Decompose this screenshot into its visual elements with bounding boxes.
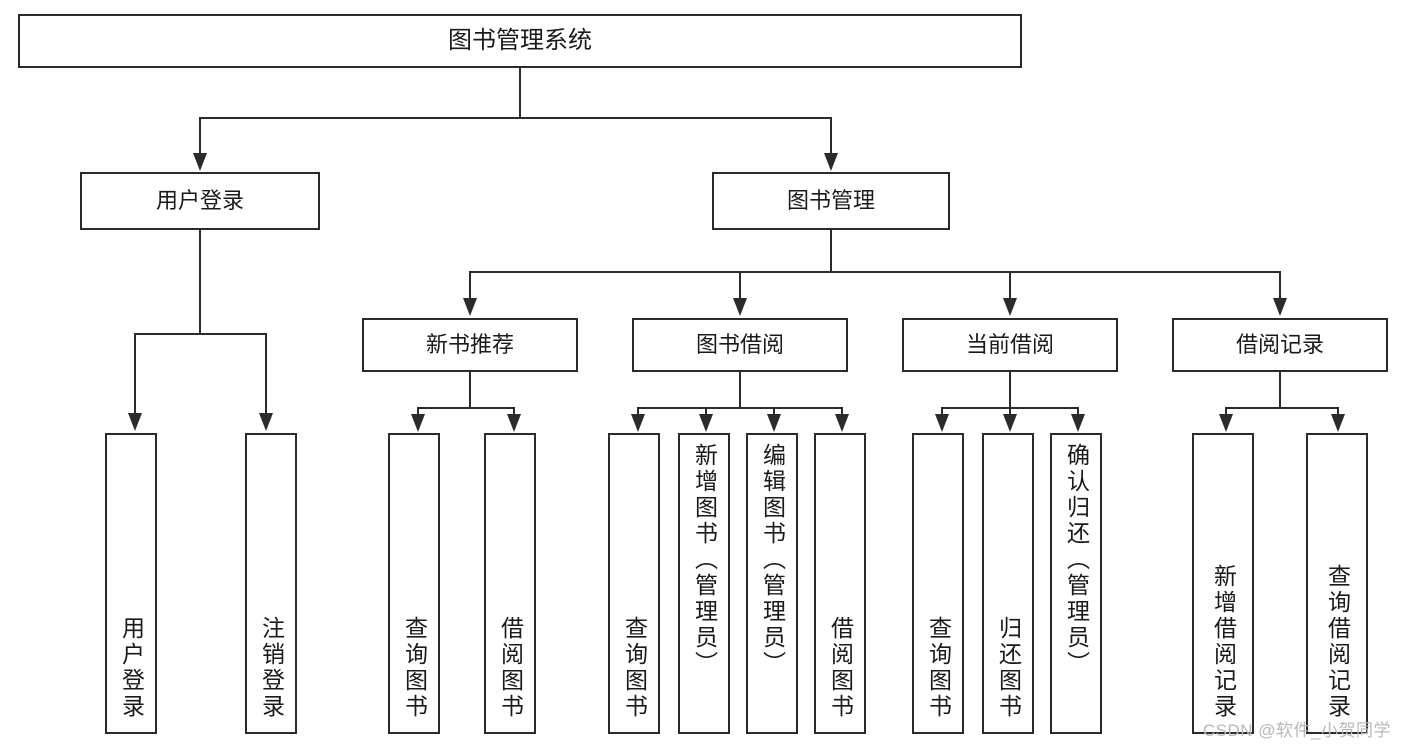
node-label: 用户登录 [118, 616, 145, 720]
node-leaf-user-login[interactable]: 用户登录 [105, 433, 157, 734]
connector-root-stem [519, 68, 521, 118]
connector-current-drop-1 [941, 407, 943, 416]
connector-userlogin-drop-2 [265, 333, 267, 415]
arrowhead-to-leaf-add-book [699, 414, 713, 432]
arrowhead-to-leaf-add-record [1219, 414, 1233, 432]
node-label: 注销登录 [258, 616, 285, 720]
node-leaf-query-borrow-record[interactable]: 查询借阅记录 [1306, 433, 1368, 734]
arrowhead-to-leaf-query-book-2 [631, 414, 645, 432]
connector-root-bus [199, 117, 831, 119]
node-book-borrow[interactable]: 图书借阅 [632, 318, 848, 372]
arrowhead-to-user-login [193, 153, 207, 171]
arrowhead-to-leaf-return-book [1003, 414, 1017, 432]
arrowhead-to-leaf-borrow-book-1 [507, 414, 521, 432]
connector-borrow-drop-2 [705, 407, 707, 416]
arrowhead-to-leaf-query-book-1 [411, 414, 425, 432]
node-current-borrow[interactable]: 当前借阅 [902, 318, 1118, 372]
connector-bookmgmt-drop-4 [1279, 271, 1281, 300]
node-label: 图书管理系统 [448, 27, 592, 55]
connector-borrow-stem [739, 372, 741, 408]
arrowhead-to-leaf-edit-book [767, 414, 781, 432]
connector-current-stem [1009, 372, 1011, 408]
node-label: 查询借阅记录 [1324, 564, 1351, 720]
connector-newbook-bus [417, 407, 514, 409]
node-label: 新增借阅记录 [1210, 564, 1237, 720]
node-book-management[interactable]: 图书管理 [712, 172, 950, 230]
node-label: 用户登录 [155, 188, 244, 214]
connector-userlogin-drop-1 [134, 333, 136, 415]
arrowhead-to-leaf-user-login [128, 413, 142, 431]
arrowhead-to-leaf-query-record [1331, 414, 1345, 432]
connector-borrow-drop-3 [773, 407, 775, 416]
connector-root-drop-right [830, 117, 832, 155]
node-leaf-query-book-current[interactable]: 查询图书 [912, 433, 964, 734]
node-label: 归还图书 [995, 616, 1022, 720]
node-label: 新增图书（管理员） [691, 443, 718, 677]
arrowhead-to-leaf-borrow-book-2 [835, 414, 849, 432]
node-label: 图书管理 [786, 188, 875, 214]
connector-record-stem [1279, 372, 1281, 408]
node-label: 借阅图书 [497, 616, 524, 720]
connector-root-drop-left [199, 117, 201, 155]
connector-newbook-drop-2 [513, 407, 515, 416]
node-leaf-add-borrow-record[interactable]: 新增借阅记录 [1192, 433, 1254, 734]
node-leaf-query-book-recommend[interactable]: 查询图书 [388, 433, 440, 734]
node-label: 查询图书 [925, 616, 952, 720]
connector-borrow-bus [637, 407, 842, 409]
connector-userlogin-bus [134, 333, 266, 335]
node-leaf-edit-book-admin[interactable]: 编辑图书（管理员） [746, 433, 798, 734]
node-label: 新书推荐 [425, 332, 514, 358]
arrowhead-to-leaf-query-book-3 [935, 414, 949, 432]
node-leaf-user-logout[interactable]: 注销登录 [245, 433, 297, 734]
node-label: 确认归还（管理员） [1063, 443, 1090, 677]
node-leaf-return-book[interactable]: 归还图书 [982, 433, 1034, 734]
node-label: 图书借阅 [695, 332, 784, 358]
connector-record-drop-1 [1225, 407, 1227, 416]
node-leaf-add-book-admin[interactable]: 新增图书（管理员） [678, 433, 730, 734]
connector-newbook-drop-1 [417, 407, 419, 416]
arrowhead-to-new-book-recommend [463, 298, 477, 316]
node-label: 借阅记录 [1235, 332, 1324, 358]
connector-userlogin-stem [199, 230, 201, 334]
connector-current-drop-2 [1009, 407, 1011, 416]
node-leaf-borrow-book-recommend[interactable]: 借阅图书 [484, 433, 536, 734]
connector-borrow-drop-1 [637, 407, 639, 416]
connector-bookmgmt-stem [830, 230, 832, 272]
connector-record-drop-2 [1337, 407, 1339, 416]
connector-current-drop-3 [1077, 407, 1079, 416]
node-label: 查询图书 [621, 616, 648, 720]
connector-bookmgmt-bus [469, 271, 1281, 273]
node-root-system[interactable]: 图书管理系统 [18, 14, 1022, 68]
node-borrow-record[interactable]: 借阅记录 [1172, 318, 1388, 372]
arrowhead-to-book-mgmt [824, 153, 838, 171]
connector-newbook-stem [469, 372, 471, 408]
arrowhead-to-borrow-record [1273, 298, 1287, 316]
node-label: 借阅图书 [827, 616, 854, 720]
node-label: 查询图书 [401, 616, 428, 720]
connector-record-bus [1225, 407, 1338, 409]
node-user-login[interactable]: 用户登录 [80, 172, 320, 230]
node-label: 编辑图书（管理员） [759, 443, 786, 677]
node-leaf-borrow-book-borrow[interactable]: 借阅图书 [814, 433, 866, 734]
node-new-book-recommend[interactable]: 新书推荐 [362, 318, 578, 372]
node-label: 当前借阅 [965, 332, 1054, 358]
connector-bookmgmt-drop-3 [1009, 271, 1011, 300]
csdn-watermark: CSDN @软件_小贺同学 [1202, 721, 1391, 740]
arrowhead-to-book-borrow [733, 298, 747, 316]
arrowhead-to-leaf-confirm-return [1071, 414, 1085, 432]
arrowhead-to-leaf-user-logout [259, 413, 273, 431]
arrowhead-to-current-borrow [1003, 298, 1017, 316]
connector-bookmgmt-drop-2 [739, 271, 741, 300]
connector-borrow-drop-4 [841, 407, 843, 416]
node-leaf-query-book-borrow[interactable]: 查询图书 [608, 433, 660, 734]
node-leaf-confirm-return-admin[interactable]: 确认归还（管理员） [1050, 433, 1102, 734]
connector-bookmgmt-drop-1 [469, 271, 471, 300]
